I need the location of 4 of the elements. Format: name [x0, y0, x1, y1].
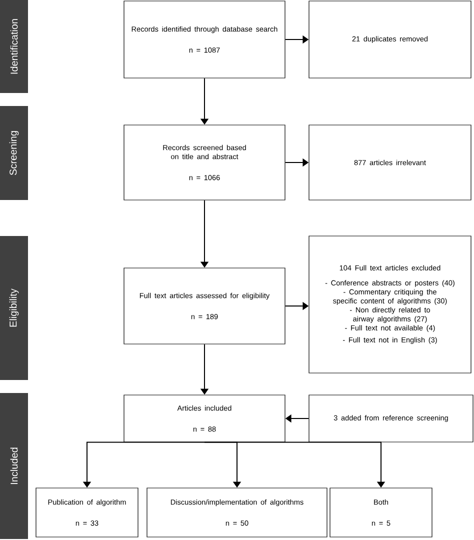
stage-band: Eligibility — [0, 236, 28, 380]
stage-band: Included — [0, 393, 28, 539]
stage-band: Screening — [0, 106, 28, 200]
stage-band: Identification — [0, 0, 28, 93]
